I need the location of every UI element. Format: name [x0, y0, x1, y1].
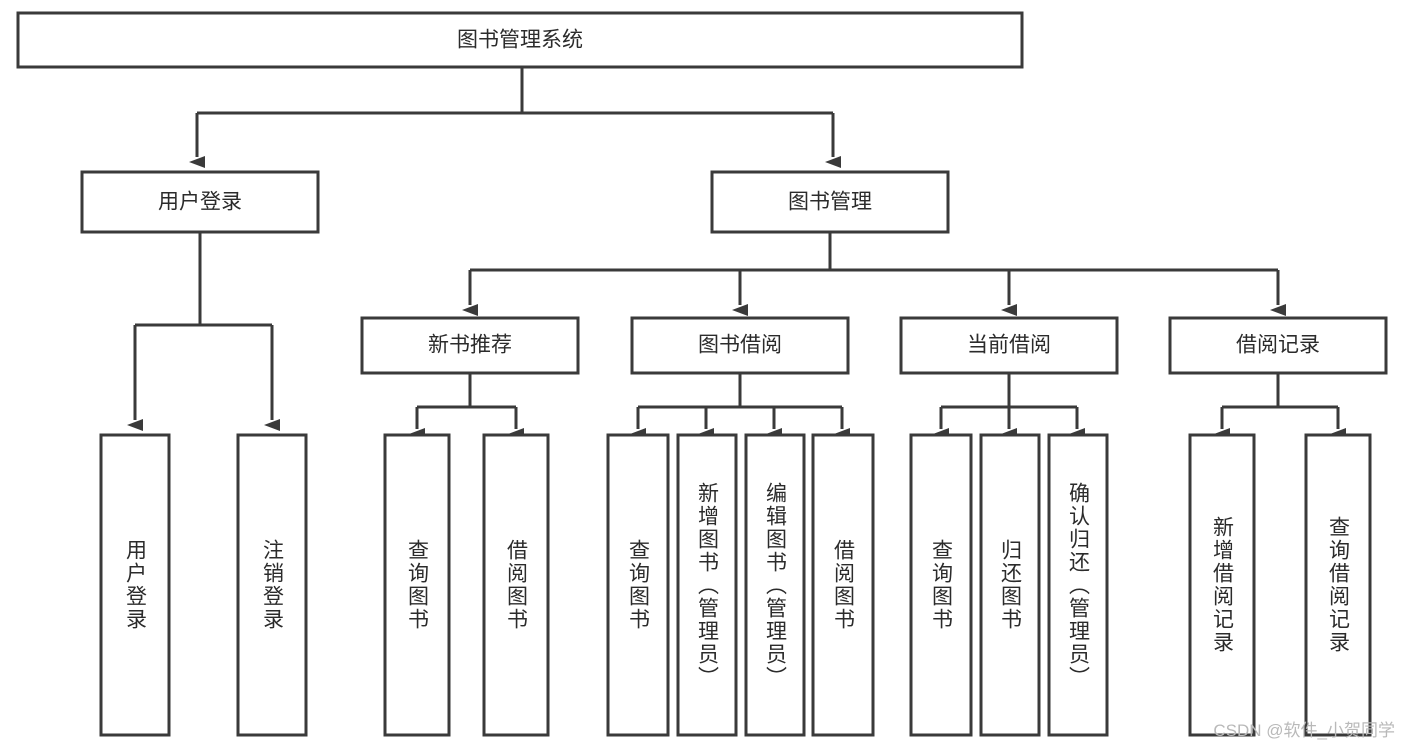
node-leaf-box: [383, 433, 451, 737]
node-user-login-label: 用户登录: [158, 191, 242, 214]
node-leaf-box: [236, 433, 308, 737]
node-root-box: [16, 11, 1024, 69]
node-root-label: 图书管理系统: [457, 29, 583, 52]
node-leaf-box: [99, 433, 171, 737]
node-leaf-box: [676, 433, 738, 737]
node-leaf-box: [909, 433, 973, 737]
node-leaf-box: [1304, 433, 1372, 737]
node-current-borrow-label: 当前借阅: [967, 334, 1051, 357]
node-leaf-box: [1188, 433, 1256, 737]
node-borrow-record-label: 借阅记录: [1236, 334, 1320, 357]
node-leaf-box: [979, 433, 1041, 737]
node-leaf-box: [1047, 433, 1109, 737]
node-current-borrow-box: [899, 316, 1119, 375]
csdn-watermark: CSDN @软件_小贺同学: [1213, 721, 1395, 740]
node-book-borrow-label: 图书借阅: [698, 334, 782, 357]
node-borrow-record-box: [1168, 316, 1388, 375]
node-book-manage-label: 图书管理: [788, 191, 872, 214]
node-book-manage-box: [710, 170, 950, 234]
node-leaf-box: [606, 433, 670, 737]
node-book-borrow-box: [630, 316, 850, 375]
node-new-book-label: 新书推荐: [428, 334, 512, 357]
node-leaf-box: [744, 433, 806, 737]
node-leaf-box: [482, 433, 550, 737]
node-leaf-box: [811, 433, 875, 737]
node-new-book-box: [360, 316, 580, 375]
